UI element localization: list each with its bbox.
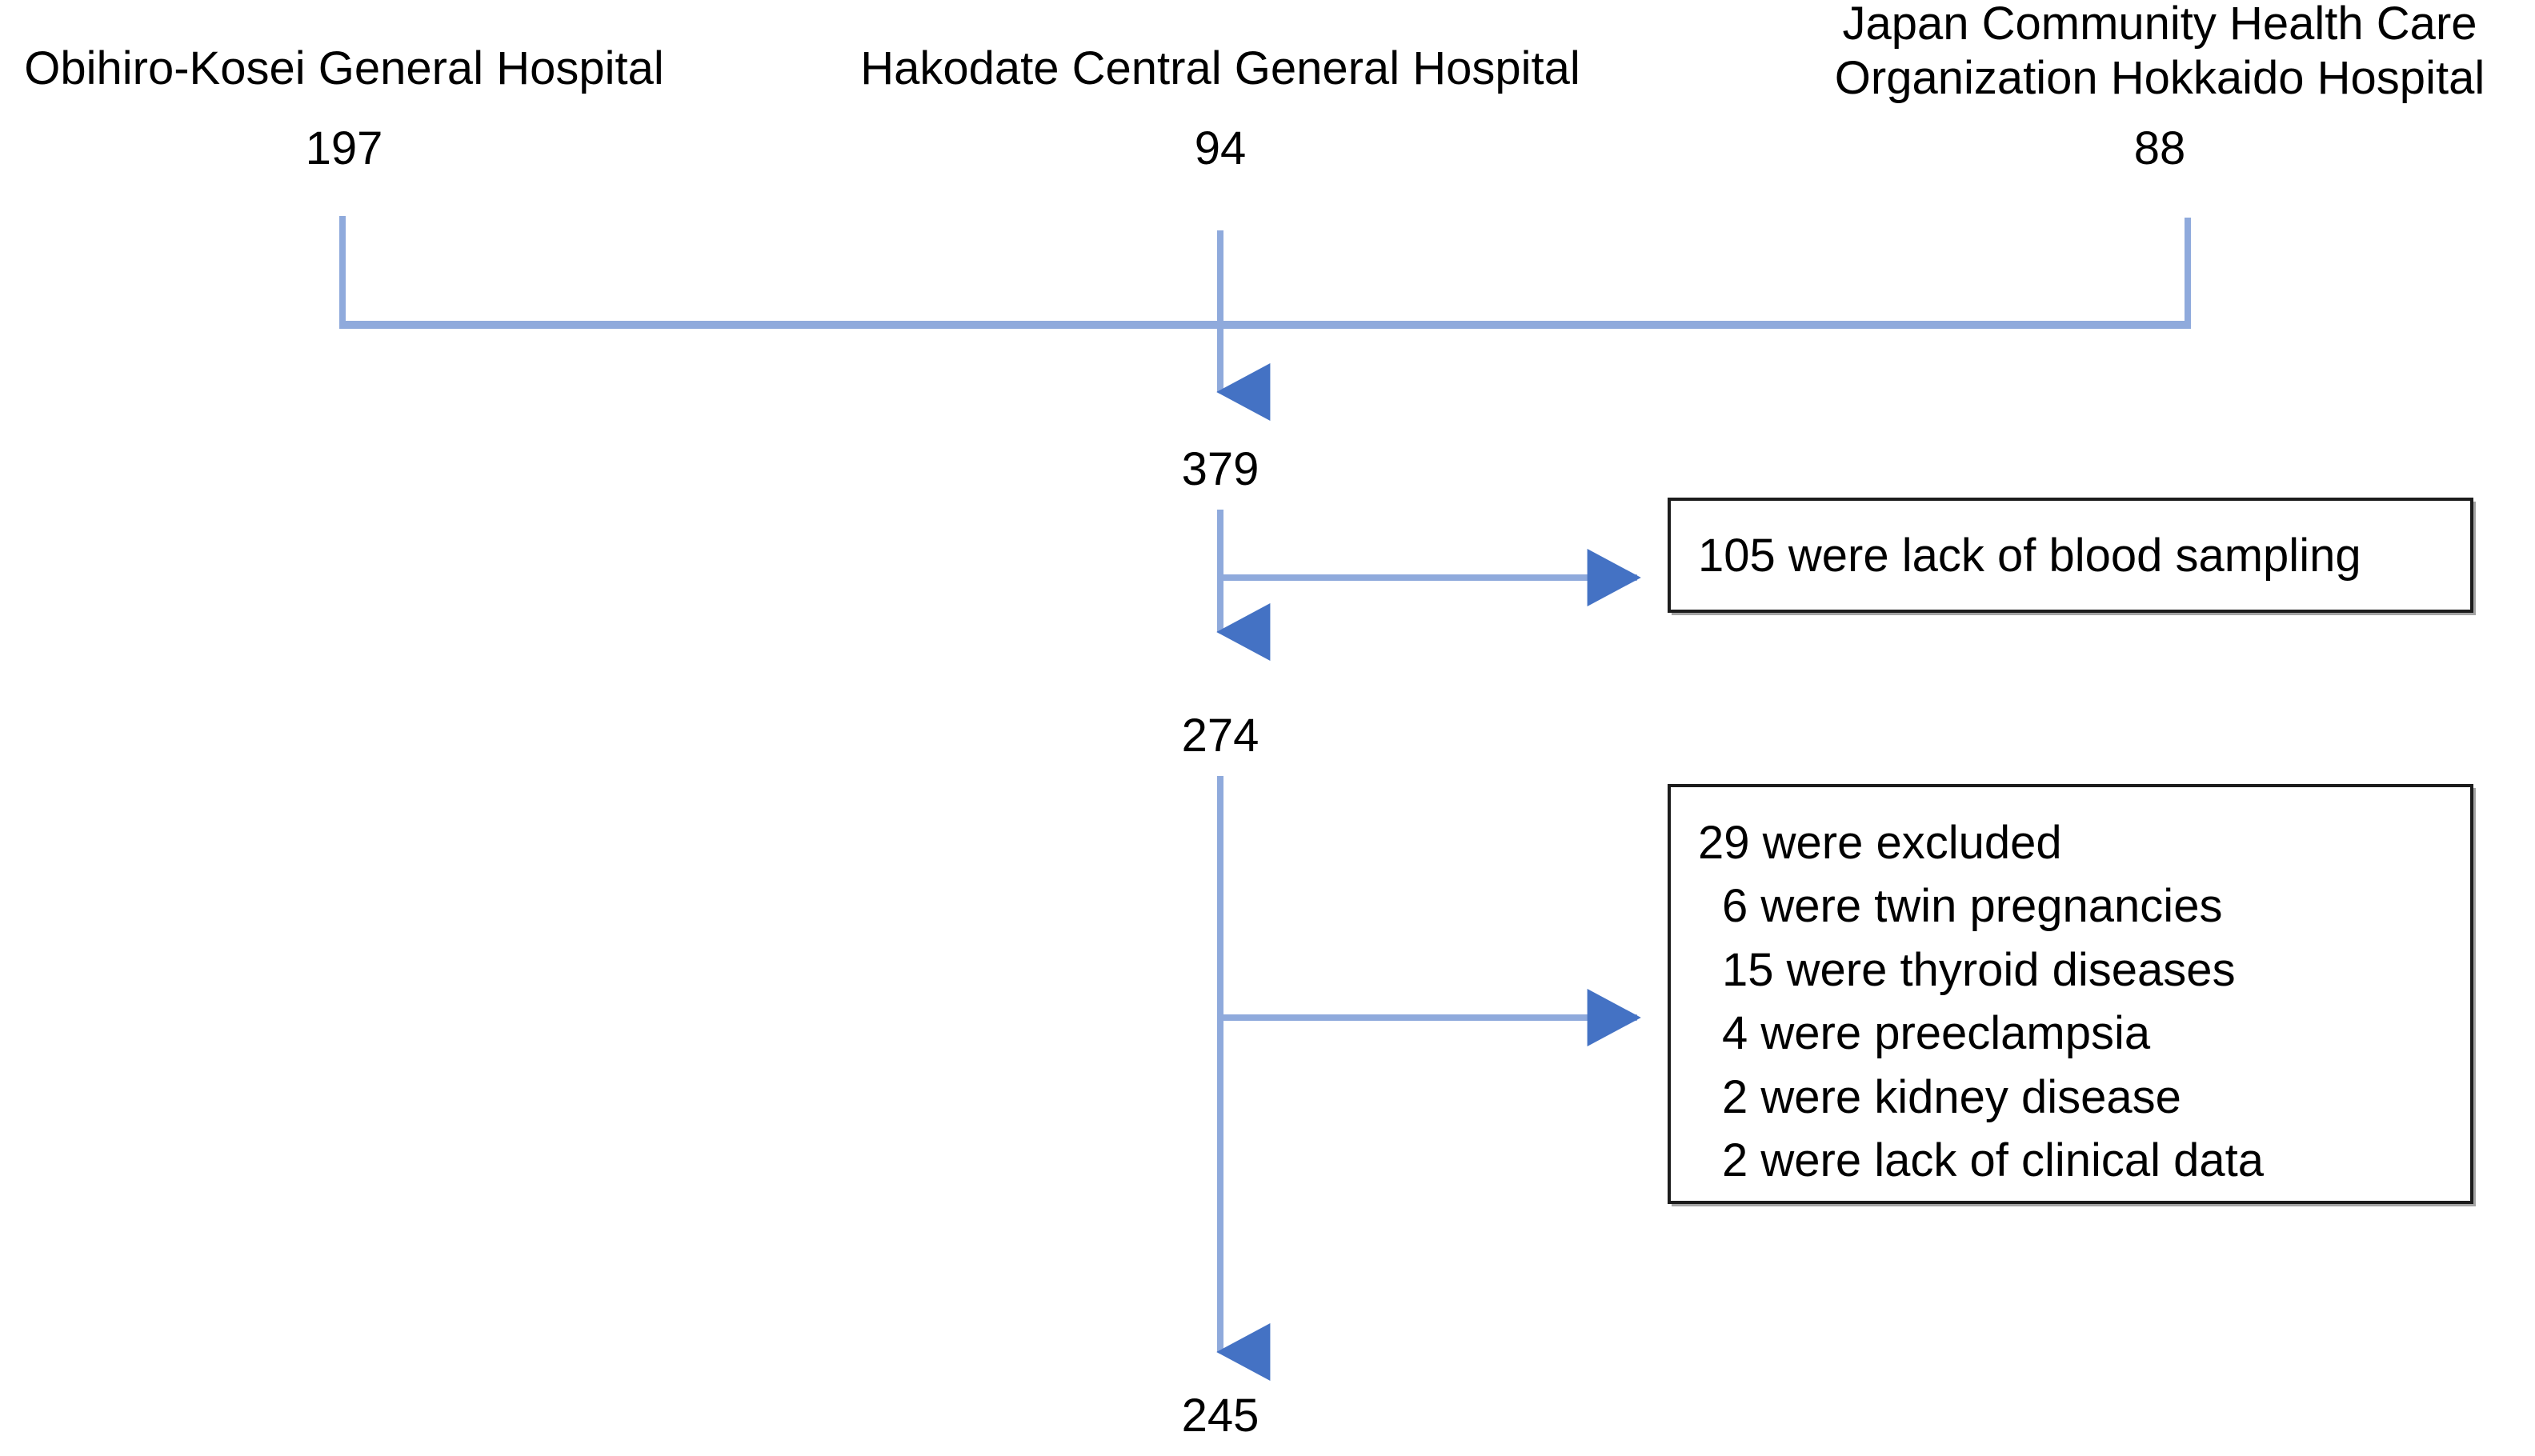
exclusion-line-other-4: 2 were kidney disease bbox=[1722, 1070, 2181, 1123]
exclusion-line-other-1: 6 were twin pregnancies bbox=[1722, 880, 2223, 933]
exclusion-line-blood-sampling-0: 105 were lack of blood sampling bbox=[1698, 529, 2361, 582]
source-count-1: 94 bbox=[1194, 122, 1247, 174]
source-label-0: Obihiro-Kosei General Hospital bbox=[24, 42, 664, 94]
exclusion-line-other-3: 4 were preeclampsia bbox=[1722, 1007, 2151, 1060]
exclusion-box-other-exclusions: 29 were excluded 6 were twin pregnancies… bbox=[1668, 784, 2473, 1204]
exclusion-line-other-0: 29 were excluded bbox=[1698, 817, 2062, 869]
source-count-0: 197 bbox=[305, 122, 383, 174]
exclusion-line-other-5: 2 were lack of clinical data bbox=[1722, 1134, 2264, 1187]
stage-count-final-cohort: 245 bbox=[1181, 1390, 1259, 1442]
source-count-2: 88 bbox=[2133, 122, 2186, 174]
source-label-1: Hakodate Central General Hospital bbox=[860, 42, 1580, 94]
source-label-2: Japan Community Health Care Organization… bbox=[1834, 0, 2485, 105]
stage-count-after-blood-sampling: 274 bbox=[1181, 710, 1259, 762]
exclusion-line-other-2: 15 were thyroid diseases bbox=[1722, 943, 2236, 996]
stage-count-pooled: 379 bbox=[1181, 443, 1259, 495]
exclusion-box-blood-sampling: 105 were lack of blood sampling bbox=[1668, 498, 2473, 613]
